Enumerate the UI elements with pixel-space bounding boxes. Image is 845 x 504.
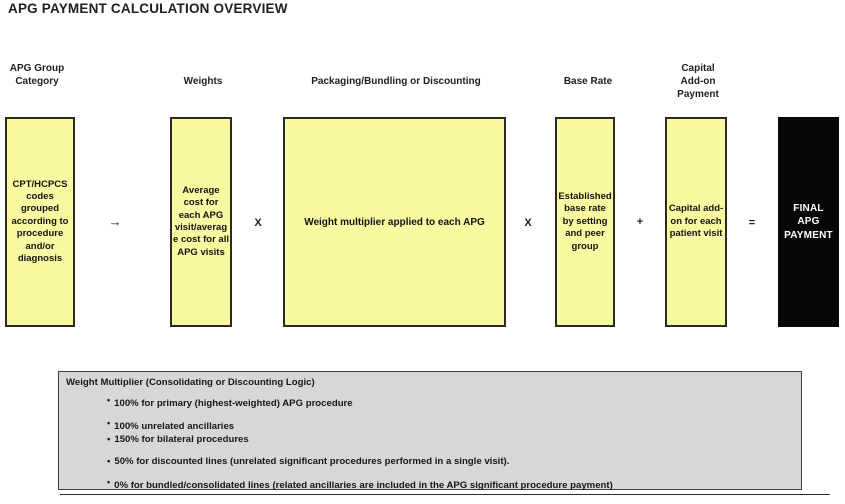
column-header-apg-group: APG Group Category	[4, 62, 70, 88]
bullet-raised-icon: •	[107, 477, 111, 487]
operator-multiply-2: X	[524, 217, 532, 229]
column-header-weights: Weights	[168, 75, 238, 88]
operator-plus: +	[636, 216, 644, 228]
column-header-packaging: Packaging/Bundling or Discounting	[283, 75, 509, 88]
legend-item-3-text: 150% for bilateral procedures	[114, 434, 249, 445]
legend-item-4: •50% for discounted lines (unrelated sig…	[107, 456, 509, 467]
flow-box-apg-group-text: CPT/HCPCS codes grouped according to pro…	[11, 178, 69, 265]
bullet-icon: •	[107, 434, 111, 445]
legend-item-1: •100% for primary (highest-weighted) APG…	[107, 395, 353, 410]
operator-arrow: →	[108, 214, 122, 229]
legend-item-5: •0% for bundled/consolidated lines (rela…	[107, 477, 613, 492]
column-header-packaging-line1: Packaging/Bundling or Discounting	[311, 76, 481, 87]
bullet-icon: •	[107, 456, 111, 467]
flow-box-final-payment-text: FINAL APG PAYMENT	[784, 202, 833, 241]
column-header-base-rate: Base Rate	[540, 75, 636, 88]
legend-item-4-text: 50% for discounted lines (unrelated sign…	[114, 456, 510, 467]
flow-box-base-rate-text: Established base rate by setting and pee…	[558, 190, 612, 252]
flow-box-capital-addon: Capital add-on for each patient visit	[665, 117, 727, 327]
flow-box-final-payment: FINAL APG PAYMENT	[778, 117, 839, 327]
column-header-weights-line1: Weights	[183, 76, 223, 87]
operator-equals: =	[748, 217, 756, 229]
legend-item-3: •150% for bilateral procedures	[107, 434, 249, 445]
bullet-raised-icon: •	[107, 418, 111, 428]
flow-box-weights-text: Average cost for each APG visit/average …	[173, 184, 229, 258]
legend-item-5-text: 0% for bundled/consolidated lines (relat…	[114, 480, 613, 491]
flow-box-packaging: Weight multiplier applied to each APG	[283, 117, 506, 327]
flow-box-capital-addon-text: Capital add-on for each patient visit	[668, 203, 724, 240]
flow-box-base-rate: Established base rate by setting and pee…	[555, 117, 615, 327]
bullet-raised-icon: •	[107, 395, 111, 405]
column-header-capital-addon-line1: Capital Add-on Payment	[677, 63, 719, 100]
page-title: APG PAYMENT CALCULATION OVERVIEW	[8, 1, 288, 16]
bottom-divider	[60, 494, 830, 495]
legend-item-2-text: 100% unrelated ancillaries	[114, 421, 235, 432]
column-header-apg-group-line1: APG Group Category	[9, 63, 65, 87]
flow-box-apg-group: CPT/HCPCS codes grouped according to pro…	[5, 117, 75, 327]
legend-panel: Weight Multiplier (Consolidating or Disc…	[58, 371, 802, 492]
flow-box-packaging-text: Weight multiplier applied to each APG	[304, 216, 485, 228]
column-header-capital-addon: Capital Add-on Payment	[655, 62, 741, 101]
legend-item-1-text: 100% for primary (highest-weighted) APG …	[114, 398, 353, 409]
legend-item-2: •100% unrelated ancillaries	[107, 418, 235, 433]
column-header-base-rate-line1: Base Rate	[563, 76, 613, 87]
flow-box-weights: Average cost for each APG visit/average …	[170, 117, 232, 327]
legend-title: Weight Multiplier (Consolidating or Disc…	[66, 377, 315, 388]
operator-multiply-1: X	[254, 217, 262, 229]
